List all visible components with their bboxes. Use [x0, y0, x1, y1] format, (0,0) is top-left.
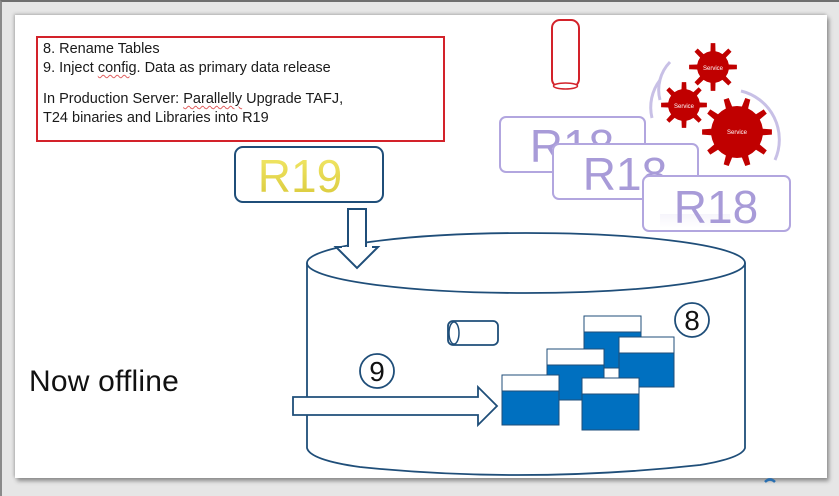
notes-box: 8. Rename Tables 9. Inject config. Data …	[36, 36, 445, 142]
gear-icon	[702, 98, 772, 166]
note-line-rename: 8. Rename Tables	[43, 41, 160, 57]
spellcheck-flagged-word: config	[97, 60, 137, 76]
corner-mark	[764, 478, 776, 483]
step-9-marker: 9	[359, 353, 395, 389]
note-line-binaries: T24 binaries and Libraries into R19	[43, 110, 269, 126]
service-label: Service	[703, 66, 724, 72]
table-icon	[501, 374, 560, 426]
gear-shape	[661, 82, 707, 128]
status-text: Now offline	[29, 365, 180, 398]
svg-text:R19: R19	[258, 150, 342, 202]
services-gears: Service Service Service	[649, 43, 781, 166]
service-label: Service	[727, 130, 748, 136]
right-arrow-icon	[292, 384, 499, 428]
svg-text:9: 9	[369, 356, 385, 387]
service-label: Service	[674, 104, 695, 110]
r18-release-box: R18	[642, 175, 791, 233]
gear-shape	[702, 98, 772, 166]
r19-release-box: R19	[234, 146, 384, 203]
svg-text:8: 8	[684, 305, 700, 336]
gear-icon	[689, 43, 737, 91]
table-icon	[581, 377, 640, 431]
gear-icon	[661, 82, 707, 128]
note-line-upgrade: In Production Server: Parallelly Upgrade…	[43, 91, 344, 107]
gear-shape	[689, 43, 737, 91]
note-line-inject: 9. Inject config. Data as primary data r…	[43, 60, 331, 76]
step-8-marker: 8	[674, 302, 710, 338]
red-cylinder-icon	[551, 19, 580, 90]
spellcheck-flagged-word: Parallelly	[183, 91, 243, 107]
small-cylinder-icon	[447, 320, 499, 346]
